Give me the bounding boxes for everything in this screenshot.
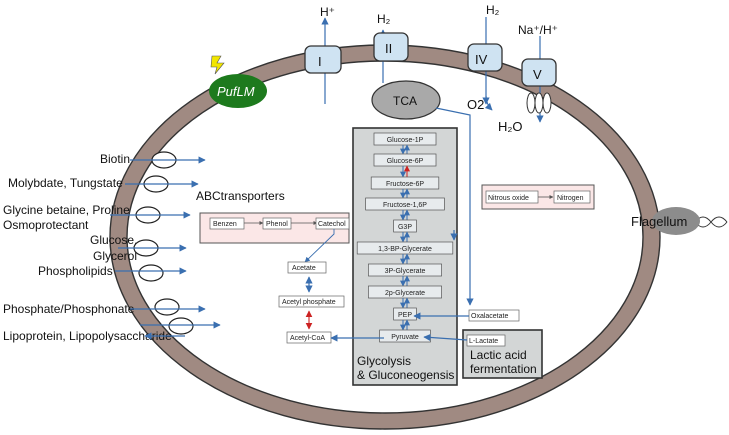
tca-cycle: TCA: [371, 80, 474, 306]
o2-label: O2: [467, 97, 484, 112]
aromatic-box: Benzen Phenol Catechol: [199, 212, 350, 263]
glycolysis-step-label: Fructose-6P: [386, 181, 424, 188]
glycolysis-step-label: G3P: [398, 224, 412, 231]
complex-ii-label: II: [385, 41, 392, 56]
transporter-label: Lipoprotein, Lipopolysaccharide: [3, 329, 172, 343]
l-lactate-label: L-Lactate: [469, 338, 498, 345]
phenol-label: Phenol: [266, 221, 288, 228]
transporter-channel: [154, 298, 180, 316]
nitrogen-label: Nitrogen: [557, 195, 584, 202]
benzen-label: Benzen: [213, 221, 237, 228]
glycolysis-steps: Glucose-1P Glucose-6P Fructose-6P Fructose-…: [356, 132, 454, 343]
complex-v-label: V: [533, 67, 542, 82]
acetate-pathway: Acetate Acetyl phosphate Acetyl-CoA: [278, 261, 345, 344]
na-h-label: Na⁺/H⁺: [518, 23, 558, 37]
complex-i-label: I: [318, 54, 322, 69]
complex-ii: II: [373, 29, 409, 83]
flagellum: Flagellum: [631, 207, 728, 235]
glycolysis-step-label: Glucose-1P: [387, 137, 424, 144]
lactic-label-line2: fermentation: [470, 362, 537, 376]
transporter-label: Phosphate/Phosphonate: [3, 302, 135, 316]
acetyl-phosphate-label: Acetyl phosphate: [282, 299, 336, 306]
catechol-label: Catechol: [318, 221, 346, 228]
puflm: PufLM: [209, 55, 267, 108]
transporter-label: Phospholipids: [38, 264, 113, 278]
glycolysis-label-line1: Glycolysis: [357, 354, 411, 368]
glycolysis-step-label: Pyruvate: [391, 334, 419, 341]
complex-iv-label: IV: [475, 52, 488, 67]
lightning-icon: [210, 55, 225, 75]
transporter-label: Osmoprotectant: [3, 218, 89, 232]
transporter-channel: [168, 317, 194, 335]
h2-right-label: H₂: [486, 3, 500, 17]
flagellum-label: Flagellum: [631, 214, 687, 229]
transporter-label: Biotin: [100, 152, 130, 166]
transporter-label: Glycine betaine, Proline: [3, 203, 130, 217]
glycolysis-step-label: 1,3-BP-Glycerate: [378, 246, 432, 253]
transporter-label: Molybdate, Tungstate: [8, 176, 123, 190]
glycolysis-step-label: Fructose-1,6P: [383, 202, 427, 209]
acetyl-coa-label: Acetyl-CoA: [290, 335, 325, 342]
glycolysis-box: Glucose-1P Glucose-6P Fructose-6P Fructose-…: [352, 127, 458, 386]
complex-v: V: [521, 36, 557, 123]
h-plus-label: H⁺: [320, 5, 335, 19]
glycolysis-step-label: Glucose-6P: [387, 158, 424, 165]
nitrous-oxide-box: Nitrous oxide Nitrogen: [481, 184, 595, 210]
glycolysis-step-label: 2p-Glycerate: [385, 290, 425, 297]
glycolysis-label-line2: & Gluconeogensis: [357, 368, 454, 382]
glycolysis-step-label: 3P-Glycerate: [385, 268, 426, 275]
transporter-label: Glucose,: [90, 233, 137, 247]
nitrous-oxide-label: Nitrous oxide: [488, 195, 529, 202]
tca-label: TCA: [393, 94, 417, 108]
acetate-label: Acetate: [292, 265, 316, 272]
oxalacetate-label: Oxalacetate: [471, 313, 508, 320]
complex-i: I: [304, 17, 342, 104]
h2-left-label: H₂: [377, 12, 391, 26]
glycolysis-step-label: PEP: [398, 312, 412, 319]
abc-transporters-header: ABCtransporters: [196, 189, 285, 203]
complex-iv: IV: [467, 17, 503, 111]
transporter-channel: [138, 264, 164, 282]
lactic-box: L-Lactate Lactic acid fermentation: [462, 329, 543, 379]
puflm-label: PufLM: [217, 84, 255, 99]
transporter-label: Glycerol: [93, 249, 137, 263]
lactic-label-line1: Lactic acid: [470, 348, 527, 362]
h2o-label: H₂O: [498, 119, 523, 134]
